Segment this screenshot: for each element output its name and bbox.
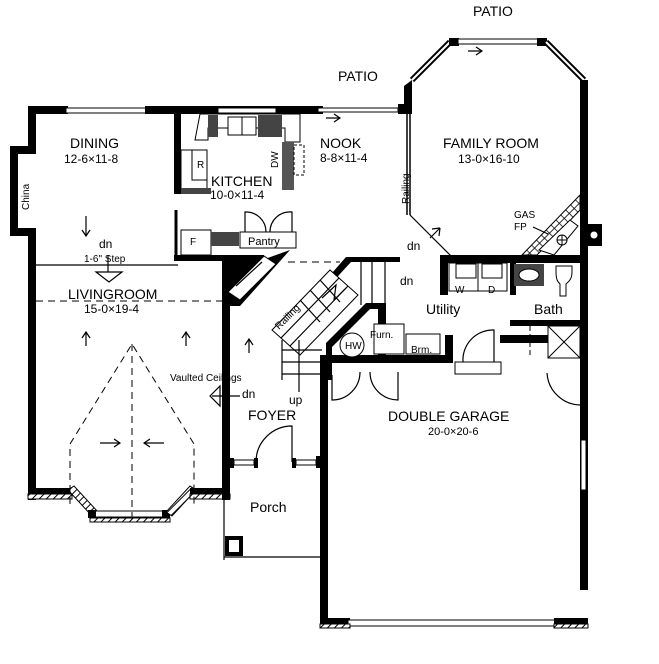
bath-label: Bath	[534, 301, 563, 317]
living-room-label: LIVINGROOM	[68, 286, 157, 302]
bath-fixtures	[514, 264, 581, 359]
gas-fp-label-2: FP	[514, 222, 527, 233]
dryer-label: D	[488, 285, 495, 296]
family-room-label: FAMILY ROOM	[443, 135, 539, 151]
kitchen-label: KITCHEN	[211, 173, 272, 189]
washer-label: W	[455, 285, 465, 296]
family-room-size: 13-0×16-10	[458, 152, 520, 166]
labels: PATIO PATIO DINING 12-6×11-8 KITCHEN 10-…	[21, 3, 563, 515]
interior-walls	[36, 114, 582, 392]
up-foyer-label: up	[289, 393, 303, 407]
double-garage-size: 20-0×20-6	[428, 426, 478, 438]
furnace-label: Furn.	[370, 330, 393, 341]
pantry-label: Pantry	[248, 236, 280, 248]
dn-foyer-label: dn	[242, 387, 255, 401]
hot-water-label: HW	[345, 341, 362, 352]
foyer-label: FOYER	[248, 407, 296, 423]
broom-closet-label: Brm.	[411, 345, 432, 356]
nook-label: NOOK	[320, 135, 362, 151]
railing-nook-label: Railing	[401, 173, 412, 204]
exterior-walls	[10, 38, 602, 629]
vaulted-ceiling-lines	[69, 343, 230, 520]
dining-label: DINING	[70, 135, 119, 151]
patio-top-label: PATIO	[473, 3, 513, 19]
staircase[interactable]	[271, 269, 359, 392]
utility-fixtures	[331, 262, 583, 406]
step-label: 1-6" Step	[84, 254, 126, 265]
dining-size: 12-6×11-8	[64, 152, 118, 166]
refrigerator-label: R	[197, 160, 204, 171]
living-room-size: 15-0×19-4	[84, 302, 139, 316]
dn-nook-label: dn	[407, 239, 420, 253]
gas-fireplace	[520, 193, 581, 256]
porch-label: Porch	[250, 499, 287, 515]
gas-fp-label-1: GAS	[514, 210, 535, 221]
double-garage-label: DOUBLE GARAGE	[388, 408, 509, 424]
patio-left-label: PATIO	[338, 68, 378, 84]
vaulted-ceilings-label: Vaulted Ceilings	[170, 373, 242, 384]
kitchen-size: 10-0×11-4	[210, 188, 264, 202]
arrows	[81, 46, 484, 448]
china-label: China	[21, 183, 32, 210]
freezer-label: F	[190, 237, 196, 248]
kitchen-cabinets	[180, 113, 305, 256]
utility-label: Utility	[426, 301, 460, 317]
dn-stairs-label: dn	[400, 274, 413, 288]
dishwasher-label: DW	[270, 151, 281, 168]
dn-dining-label: dn	[99, 237, 112, 251]
nook-size: 8-8×11-4	[320, 151, 368, 165]
